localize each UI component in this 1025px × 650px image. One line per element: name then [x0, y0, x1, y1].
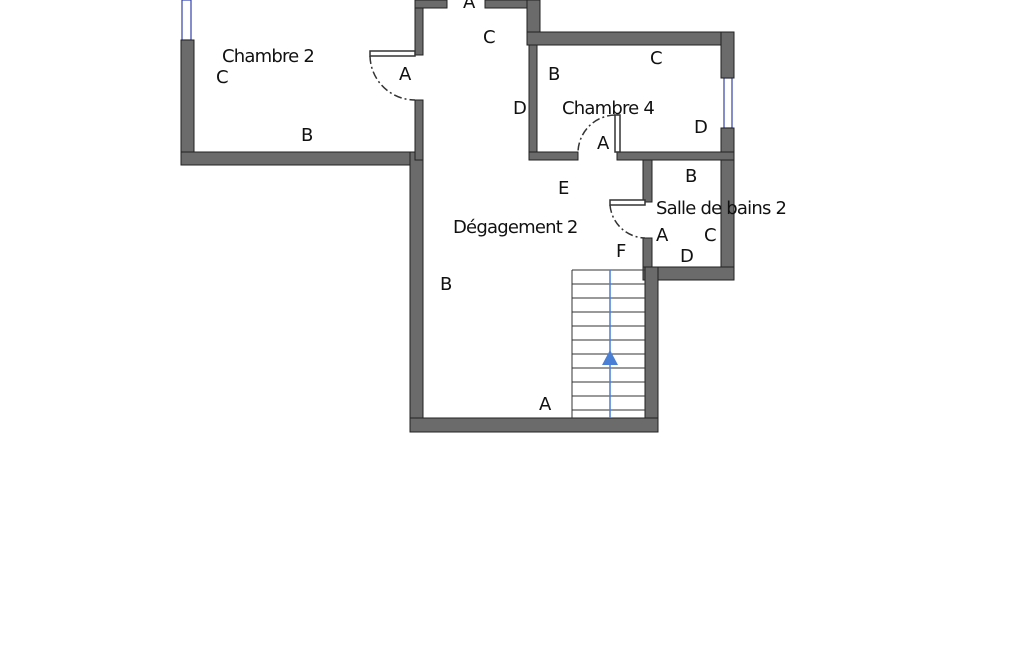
wall-label: B	[548, 64, 560, 85]
stair-arrow-icon	[602, 350, 618, 365]
wall-label: C	[650, 48, 663, 69]
staircase	[571, 269, 645, 418]
wall-label: A	[656, 225, 669, 246]
wall-label: D	[680, 246, 694, 267]
door-chambre4	[577, 114, 621, 153]
door-chambre2	[369, 50, 416, 101]
wall-label: C	[704, 225, 717, 246]
wall-label: D	[694, 117, 708, 138]
wall-label: D	[513, 98, 527, 119]
wall-label: B	[685, 166, 697, 187]
wall-label: B	[301, 125, 313, 146]
wall-label: B	[440, 274, 452, 295]
wall-label: A	[399, 64, 412, 85]
window-chambre4	[723, 77, 733, 129]
wall-label: F	[616, 241, 626, 262]
wall-label: C	[483, 27, 496, 48]
door-salle-de-bains2	[609, 199, 646, 239]
wall-label: C	[216, 67, 229, 88]
window-chambre2	[181, 0, 192, 41]
wall-label: E	[558, 178, 569, 199]
wall-label: A	[597, 133, 610, 154]
wall-label: A	[463, 0, 476, 13]
room-label-degagement2: Dégagement 2	[453, 217, 578, 238]
walls	[180, 0, 735, 433]
room-label-chambre2: Chambre 2	[222, 46, 314, 67]
room-label-salle-de-bains2: Salle de bains 2	[656, 198, 786, 219]
room-label-chambre4: Chambre 4	[562, 98, 654, 119]
wall-label: A	[539, 394, 552, 415]
